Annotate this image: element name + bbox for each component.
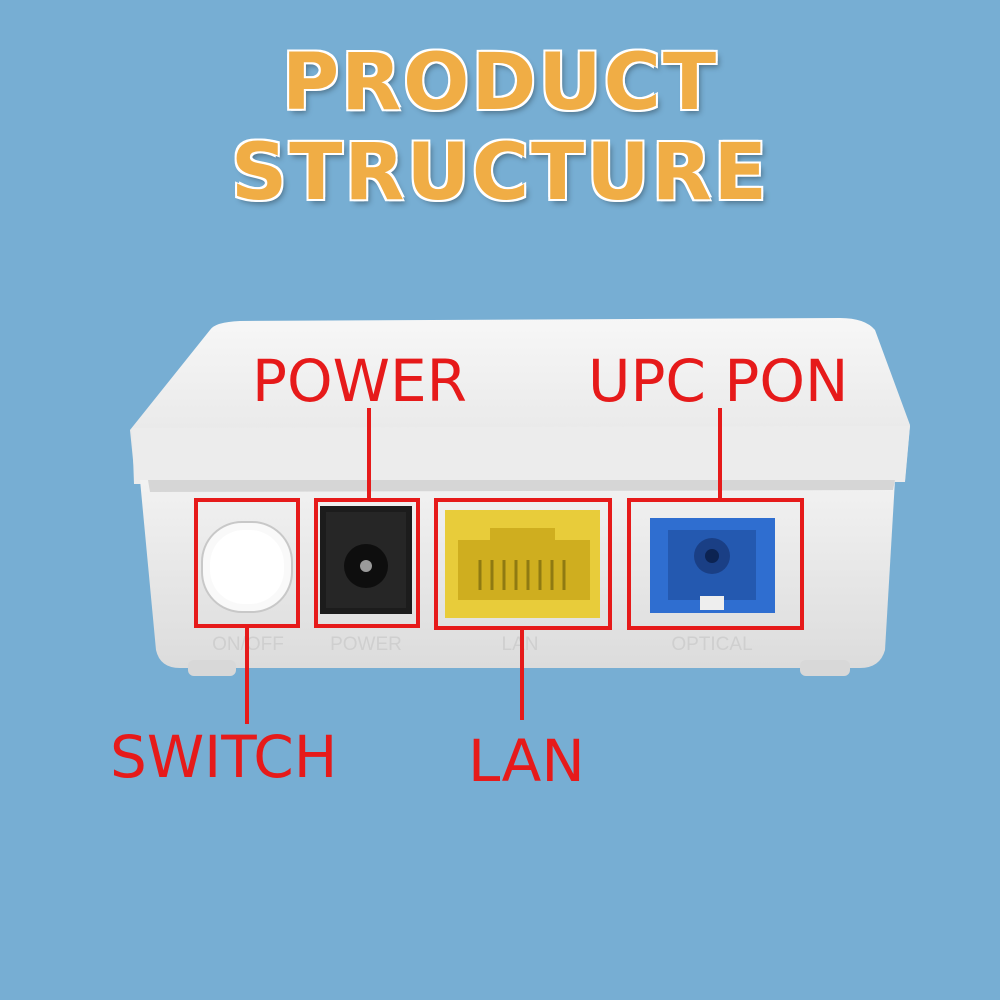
device-label-optical: OPTICAL	[671, 634, 752, 655]
power-callout: POWER	[252, 347, 467, 415]
lan-port-illustration	[445, 510, 600, 618]
switch-button-illustration	[201, 521, 293, 613]
page-title: PRODUCT STRUCTURE	[231, 38, 769, 218]
device-label-power: POWER	[330, 634, 402, 655]
optical-port-illustration	[650, 518, 775, 613]
switch-callout: SWITCH	[110, 723, 338, 791]
optical-callout-box	[627, 498, 804, 630]
upc-pon-callout: UPC PON	[588, 347, 849, 415]
power-jack-illustration	[320, 506, 412, 614]
lan-callout: LAN	[468, 727, 585, 795]
